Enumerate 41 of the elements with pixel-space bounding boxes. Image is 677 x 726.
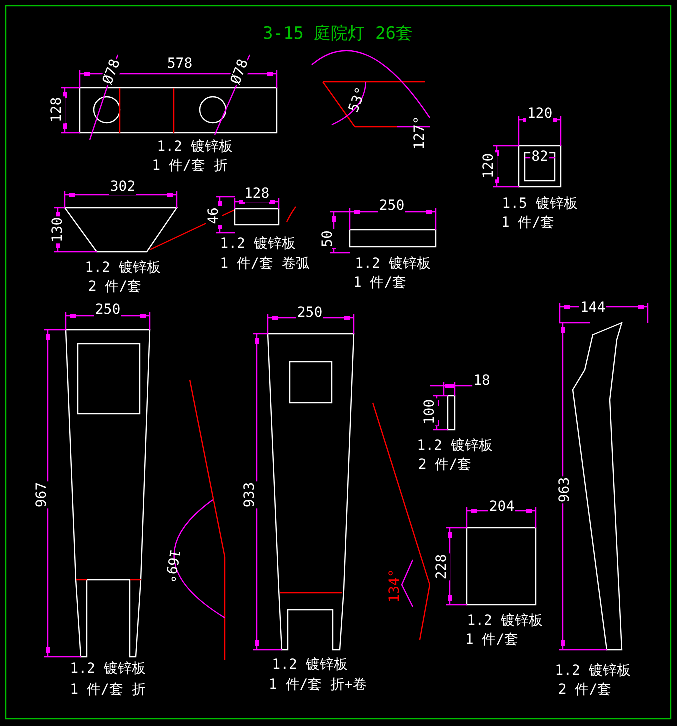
dimension-label: 204 [488, 499, 516, 515]
quantity-note: 1 件/套 [465, 632, 519, 648]
quantity-note: 2 件/套 [558, 682, 612, 698]
material-note: 1.2 镀锌板 [467, 613, 543, 629]
quantity-note: 2 件/套 [88, 279, 142, 295]
dimension-label: 18 [472, 373, 492, 389]
angle-label: 169° [161, 548, 183, 584]
dimension-label: 967 [34, 481, 50, 509]
dimension-label: 128 [49, 96, 65, 124]
material-note: 1.2 镀锌板 [555, 663, 631, 679]
drawing-title: 3-15 庭院灯 26套 [263, 23, 413, 45]
material-note: 1.2 镀锌板 [417, 438, 493, 454]
quantity-note: 2 件/套 [418, 457, 472, 473]
material-note: 1.2 镀锌板 [355, 256, 431, 272]
dimension-label: 250 [94, 302, 122, 318]
quantity-note: 1 件/套 折 [152, 158, 228, 174]
dimension-label: 250 [296, 305, 324, 321]
quantity-note: 1 件/套 折+卷 [268, 677, 368, 693]
dimension-label: 302 [109, 179, 137, 195]
dimension-label: 120 [481, 152, 497, 180]
dimension-label: 120 [526, 106, 554, 122]
quantity-note: 1 件/套 卷弧 [220, 256, 310, 272]
angle-label: 134° [387, 569, 403, 603]
material-note: 1.2 镀锌板 [157, 139, 233, 155]
dimension-label: 50 [320, 230, 336, 248]
dimension-label: 933 [242, 481, 258, 509]
quantity-note: 1 件/套 [501, 215, 555, 231]
dimension-label: 250 [378, 198, 406, 214]
material-note: 1.2 镀锌板 [220, 236, 296, 252]
angle-label: 53° [346, 85, 370, 115]
dimension-label: 46 [206, 206, 222, 226]
dimension-label: 128 [243, 186, 271, 202]
dimension-label: 228 [434, 553, 450, 581]
quantity-note: 1 件/套 折 [70, 682, 146, 698]
material-note: 1.2 镀锌板 [85, 260, 161, 276]
material-note: 1.2 镀锌板 [272, 657, 348, 673]
dimension-label: 100 [422, 398, 438, 426]
quantity-note: 1 件/套 [353, 275, 407, 291]
material-note: 1.5 镀锌板 [502, 196, 578, 212]
material-note: 1.2 镀锌板 [70, 661, 146, 677]
angle-label: 127° [412, 116, 428, 150]
